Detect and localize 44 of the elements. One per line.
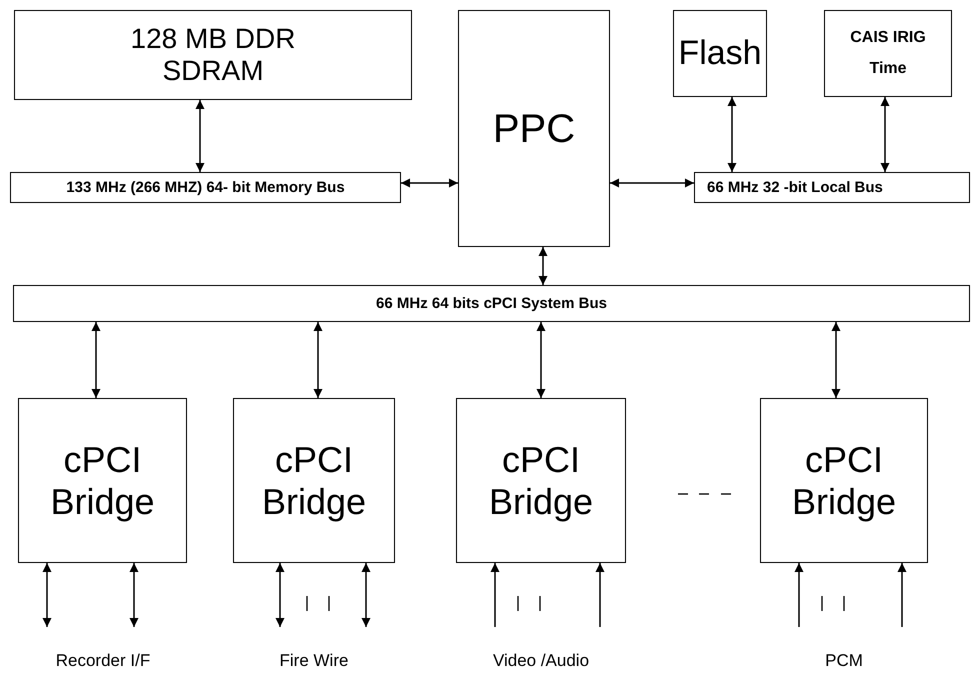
arrow bbox=[196, 100, 204, 172]
component-box bbox=[18, 398, 187, 563]
box-label: 66 MHz 32 -bit Local Bus bbox=[707, 178, 883, 196]
box-label: 133 MHz (266 MHZ) 64- bit Memory Bus bbox=[66, 178, 345, 196]
arrow bbox=[596, 563, 604, 627]
arrow bbox=[880, 97, 890, 172]
arrow bbox=[314, 322, 322, 398]
box-label: Flash bbox=[678, 34, 762, 74]
arrow bbox=[794, 563, 804, 627]
arrow bbox=[362, 563, 370, 627]
component-box bbox=[14, 10, 412, 100]
box-label: CAIS IRIG Time bbox=[849, 28, 927, 78]
signal-label: Recorder I/F bbox=[54, 651, 152, 671]
box-label: cPCI Bridge bbox=[488, 439, 594, 522]
arrow bbox=[276, 563, 284, 627]
component-box bbox=[233, 398, 395, 563]
component-box bbox=[458, 10, 610, 247]
component-box bbox=[456, 398, 626, 563]
signal-label: PCM bbox=[824, 651, 864, 671]
arrow bbox=[832, 322, 840, 398]
arrow bbox=[130, 563, 138, 627]
arrow bbox=[42, 563, 52, 627]
bus-box bbox=[13, 285, 970, 322]
component-box bbox=[673, 10, 767, 97]
signal-label: Video /Audio bbox=[492, 651, 590, 671]
box-label: cPCI Bridge bbox=[260, 439, 368, 522]
box-label: PPC bbox=[492, 106, 576, 152]
arrow bbox=[898, 563, 906, 627]
arrow bbox=[610, 178, 694, 188]
bus-box bbox=[694, 172, 970, 203]
arrow bbox=[536, 322, 546, 398]
arrow bbox=[728, 97, 736, 172]
arrow bbox=[490, 563, 500, 627]
box-label: 128 MB DDR SDRAM bbox=[130, 22, 296, 88]
box-label: 66 MHz 64 bits cPCI System Bus bbox=[376, 294, 607, 312]
bus-box bbox=[10, 172, 401, 203]
arrow bbox=[538, 247, 548, 285]
box-label: cPCI Bridge bbox=[790, 439, 898, 522]
arrow bbox=[92, 322, 100, 398]
component-box bbox=[760, 398, 928, 563]
signal-label: Fire Wire bbox=[278, 651, 350, 671]
arrow bbox=[401, 178, 458, 188]
component-box bbox=[824, 10, 952, 97]
box-label: cPCI Bridge bbox=[49, 439, 156, 522]
